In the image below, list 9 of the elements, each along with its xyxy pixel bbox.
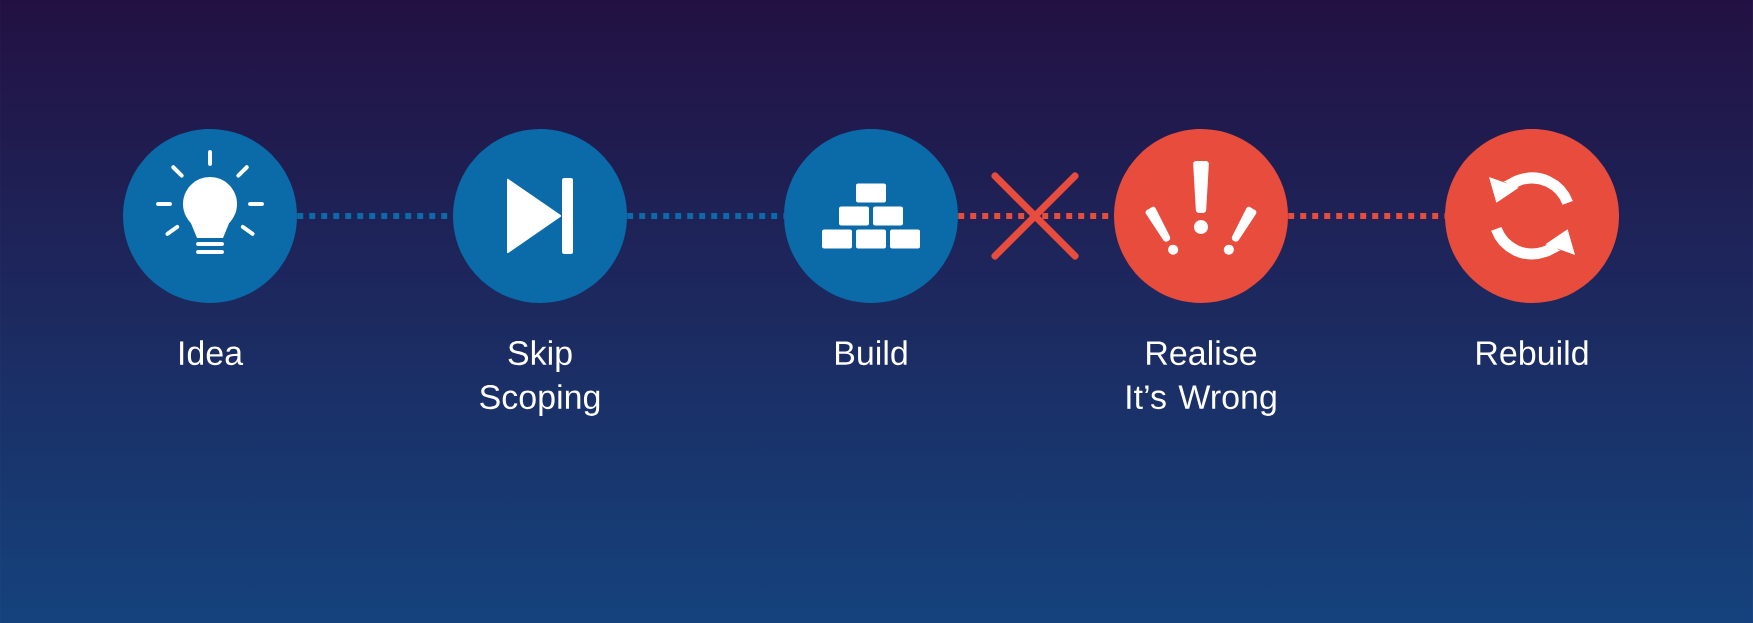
step-label: Build [836,340,907,366]
step-label: Skip Scoping [480,340,600,416]
dotted-connector [1288,213,1445,219]
dotted-connector [627,213,784,219]
step-circle [1445,129,1619,303]
step-label: Rebuild [1477,340,1588,366]
step-label: Idea [180,340,244,366]
step-circle [1114,129,1288,303]
step-label: Realise It’s Wrong [1127,340,1276,416]
